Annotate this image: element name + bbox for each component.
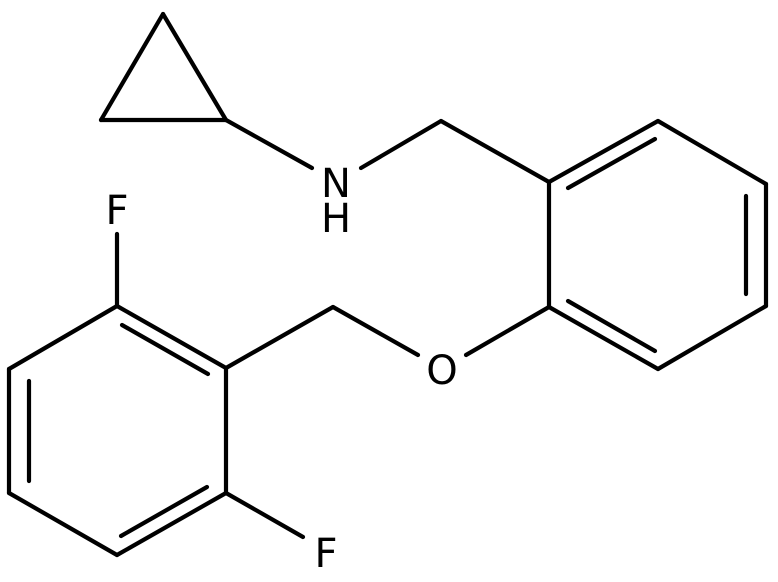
- ring-left-bond-5: [114, 490, 229, 558]
- ring-left-double-3: [118, 484, 210, 539]
- fluorine-top-label: F: [105, 188, 128, 234]
- cyclopropyl-ring: [98, 11, 229, 123]
- bond-nitrogen-methylene: [358, 118, 444, 171]
- benzene-ring-right: [546, 118, 769, 372]
- cyclopropyl-bond-top-right: [160, 11, 229, 123]
- ring-right-bond-4: [655, 303, 769, 372]
- bond-oxygen-methylene: [330, 304, 421, 358]
- difluorobenzene-ring-left: [6, 303, 229, 558]
- bond-ring-fluorine-bottom: [223, 490, 306, 540]
- ring-right-bond-1: [546, 118, 661, 185]
- cyclopropyl-bond-top-left: [98, 11, 166, 123]
- oxygen-label: O: [426, 348, 457, 394]
- bond-methylene-benzene: [438, 118, 552, 185]
- bond-methylene-difluorophenyl: [223, 304, 336, 371]
- fluorine-bottom-label: F: [314, 531, 337, 577]
- ring-right-double-3: [565, 298, 658, 354]
- ring-left-bond-1: [114, 303, 229, 371]
- ring-left-bond-2: [6, 303, 120, 372]
- nitrogen-label: N: [321, 161, 351, 207]
- bond-ring-oxygen: [463, 304, 552, 358]
- ring-right-bond-2: [655, 118, 769, 187]
- ring-left-double-1: [119, 322, 211, 377]
- ring-left-bond-4: [6, 490, 120, 558]
- ring-right-double-1: [565, 136, 658, 191]
- bond-cyclopropyl-nitrogen: [223, 117, 315, 171]
- nitrogen-hydrogen-label: H: [321, 196, 351, 242]
- ring-right-bond-5: [546, 304, 661, 372]
